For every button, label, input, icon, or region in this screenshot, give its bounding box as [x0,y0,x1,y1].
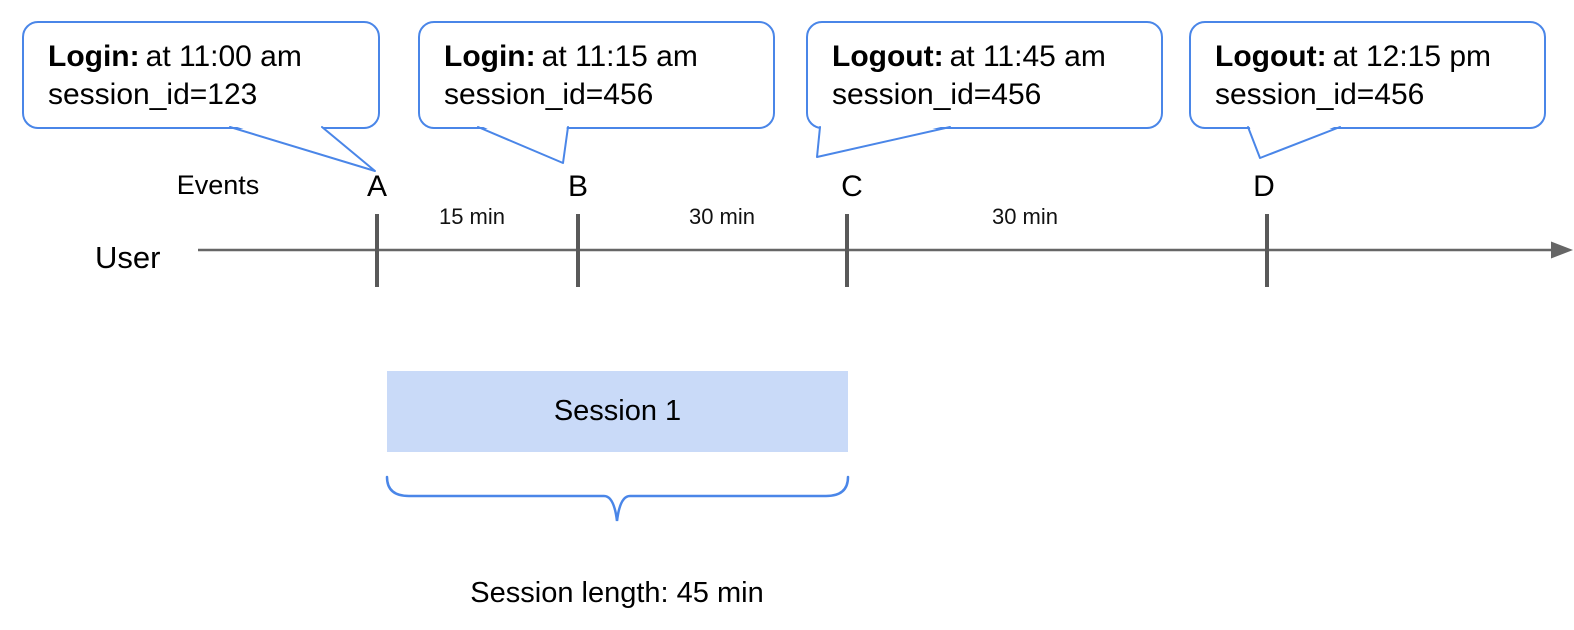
session-1-bar: Session 1 [387,371,848,452]
session-length-label: Session length: 45 min [470,577,764,609]
callout-line-1: Login:at 11:15 am [444,38,763,76]
callout-line-1: Logout:at 11:45 am [832,38,1151,76]
event-marker-label-b: B [567,170,589,203]
session-length-brace [385,475,850,522]
event-type-label: Logout: [1215,40,1327,73]
event-time-label: at 11:45 am [949,40,1106,73]
session-id-label: session_id=456 [1215,78,1425,111]
tail-eraser-d [1249,125,1339,158]
timeline-axis [198,241,1573,259]
event-type-label: Login: [48,40,140,73]
events-axis-label: Events [176,170,260,200]
event-ticks [375,214,1269,287]
callout-line-1: Login:at 11:00 am [48,38,368,76]
interval-label-bc: 30 min [688,204,756,229]
callout-tail-b [477,126,569,164]
callout-tail-c [816,126,951,158]
event-marker-label-a: A [366,170,388,203]
callout-tail-a [229,126,376,172]
callout-event-b: Login:at 11:15 am session_id=456 [418,21,775,129]
event-time-label: at 11:00 am [145,40,302,73]
session-1-bar-label: Session 1 [553,395,682,427]
session-id-label: session_id=456 [444,78,654,111]
callout-event-d: Logout:at 12:15 pm session_id=456 [1189,21,1546,129]
event-time-label: at 11:15 am [541,40,698,73]
callout-tail-erasers [231,125,1339,171]
callout-event-a: Login:at 11:00 am session_id=123 [22,21,380,129]
event-marker-label-d: D [1253,170,1275,203]
event-marker-label-c: C [841,170,863,203]
user-axis-label: User [95,240,161,275]
timeline-arrowhead [1551,241,1573,259]
callout-line-1: Logout:at 12:15 pm [1215,38,1534,76]
event-type-label: Login: [444,40,536,73]
event-type-label: Logout: [832,40,944,73]
session-id-label: session_id=123 [48,78,258,111]
tail-eraser-a [231,125,375,171]
interval-label-cd: 30 min [991,204,1059,229]
callout-event-c: Logout:at 11:45 am session_id=456 [806,21,1163,129]
event-time-label: at 12:15 pm [1332,40,1492,73]
tail-eraser-b [479,125,567,163]
session-id-label: session_id=456 [832,78,1042,111]
callout-tail-d [1247,126,1341,159]
callout-tails [229,126,1341,172]
tail-eraser-c [817,125,949,157]
interval-label-ab: 15 min [438,204,506,229]
